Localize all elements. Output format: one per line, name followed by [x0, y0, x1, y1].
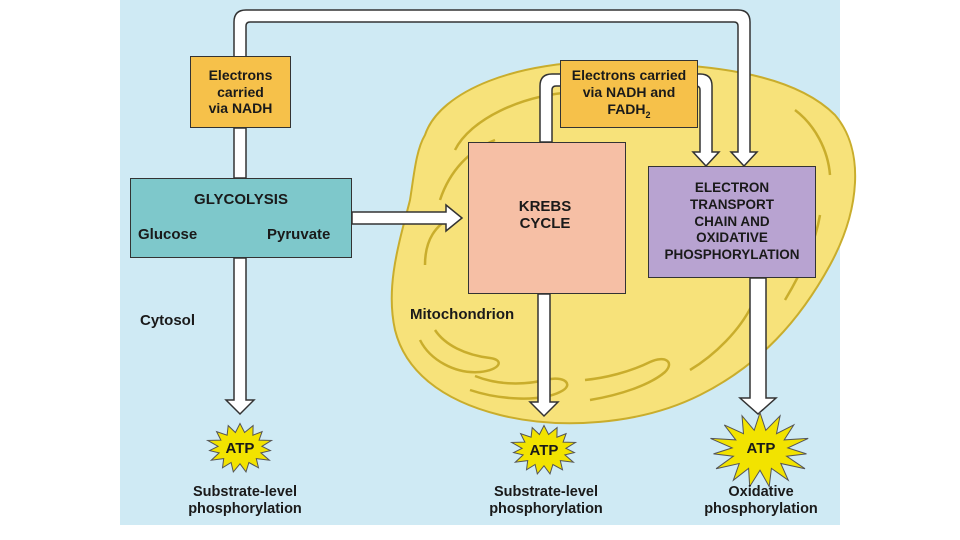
atp-caption-3: Oxidative phosphorylation [676, 484, 846, 519]
cytosol-label: Cytosol [140, 312, 196, 329]
atp-caption-1-line1: Substrate-level [193, 484, 297, 500]
arrow-pyruvate-to-krebs [351, 203, 464, 233]
nadh-right-line2: via NADH and [582, 84, 676, 101]
atp-caption-2: Substrate-level phosphorylation [461, 484, 631, 519]
atp-caption-3-line1: Oxidative [728, 484, 794, 500]
pyruvate-label: Pyruvate [267, 226, 331, 243]
atp-caption-3-line2: phosphorylation [704, 501, 818, 518]
etc-line5: PHOSPHORYLATION [664, 247, 800, 263]
fadh-subscript: 2 [645, 109, 651, 120]
flow-arrows [224, 9, 778, 418]
arrow-glycolysis-down [224, 257, 256, 416]
atp-burst-2 [509, 424, 578, 475]
atp-caption-2-line1: Substrate-level [494, 484, 598, 500]
krebs-line1: KREBS [518, 198, 572, 215]
arrow-nadh-stem [233, 127, 247, 179]
nadh-right-box: Electrons carried via NADH and FADH2 [560, 60, 698, 128]
atp-burst-1 [205, 422, 274, 473]
arrow-etc-down [738, 277, 778, 416]
glycolysis-box: GLYCOLYSIS Glucose Pyruvate [130, 178, 352, 258]
atp-bursts [205, 410, 809, 489]
arrow-nadh-to-etc-top [233, 9, 759, 168]
atp-caption-1: Substrate-level phosphorylation [160, 484, 330, 519]
atp-label-3: ATP [746, 440, 776, 457]
atp-label-1: ATP [225, 440, 255, 457]
nadh-right-line3: FADH2 [607, 101, 650, 121]
fadh-text: FADH [607, 101, 646, 117]
nadh-left-line1: Electrons [208, 66, 273, 83]
glycolysis-title: GLYCOLYSIS [194, 191, 288, 208]
nadh-left-line3: via NADH [208, 100, 273, 117]
arrow-krebs-to-etc [539, 73, 721, 168]
glucose-label: Glucose [138, 226, 198, 243]
krebs-line2: CYCLE [519, 215, 571, 233]
etc-line2: TRANSPORT [690, 196, 774, 212]
nadh-left-box: Electrons carried via NADH [190, 56, 291, 128]
mitochondrion-label: Mitochondrion [410, 306, 515, 323]
atp-caption-2-line2: phosphorylation [489, 501, 603, 518]
krebs-cycle-label: KREBS CYCLE [505, 198, 585, 233]
nadh-right-line1: Electrons carried [571, 67, 687, 84]
etc-line1: ELECTRON [694, 179, 770, 195]
krebs-cycle-box [468, 142, 626, 294]
nadh-left-line2: carried [217, 83, 264, 100]
etc-line3: CHAIN AND [694, 213, 770, 229]
etc-line4: OXIDATIVE [696, 230, 768, 246]
atp-burst-3 [710, 410, 809, 489]
atp-caption-1-line2: phosphorylation [188, 501, 302, 518]
electron-transport-chain-box: ELECTRON TRANSPORT CHAIN AND OXIDATIVE P… [648, 166, 816, 278]
atp-label-2: ATP [529, 442, 559, 459]
arrow-krebs-down [528, 293, 560, 418]
